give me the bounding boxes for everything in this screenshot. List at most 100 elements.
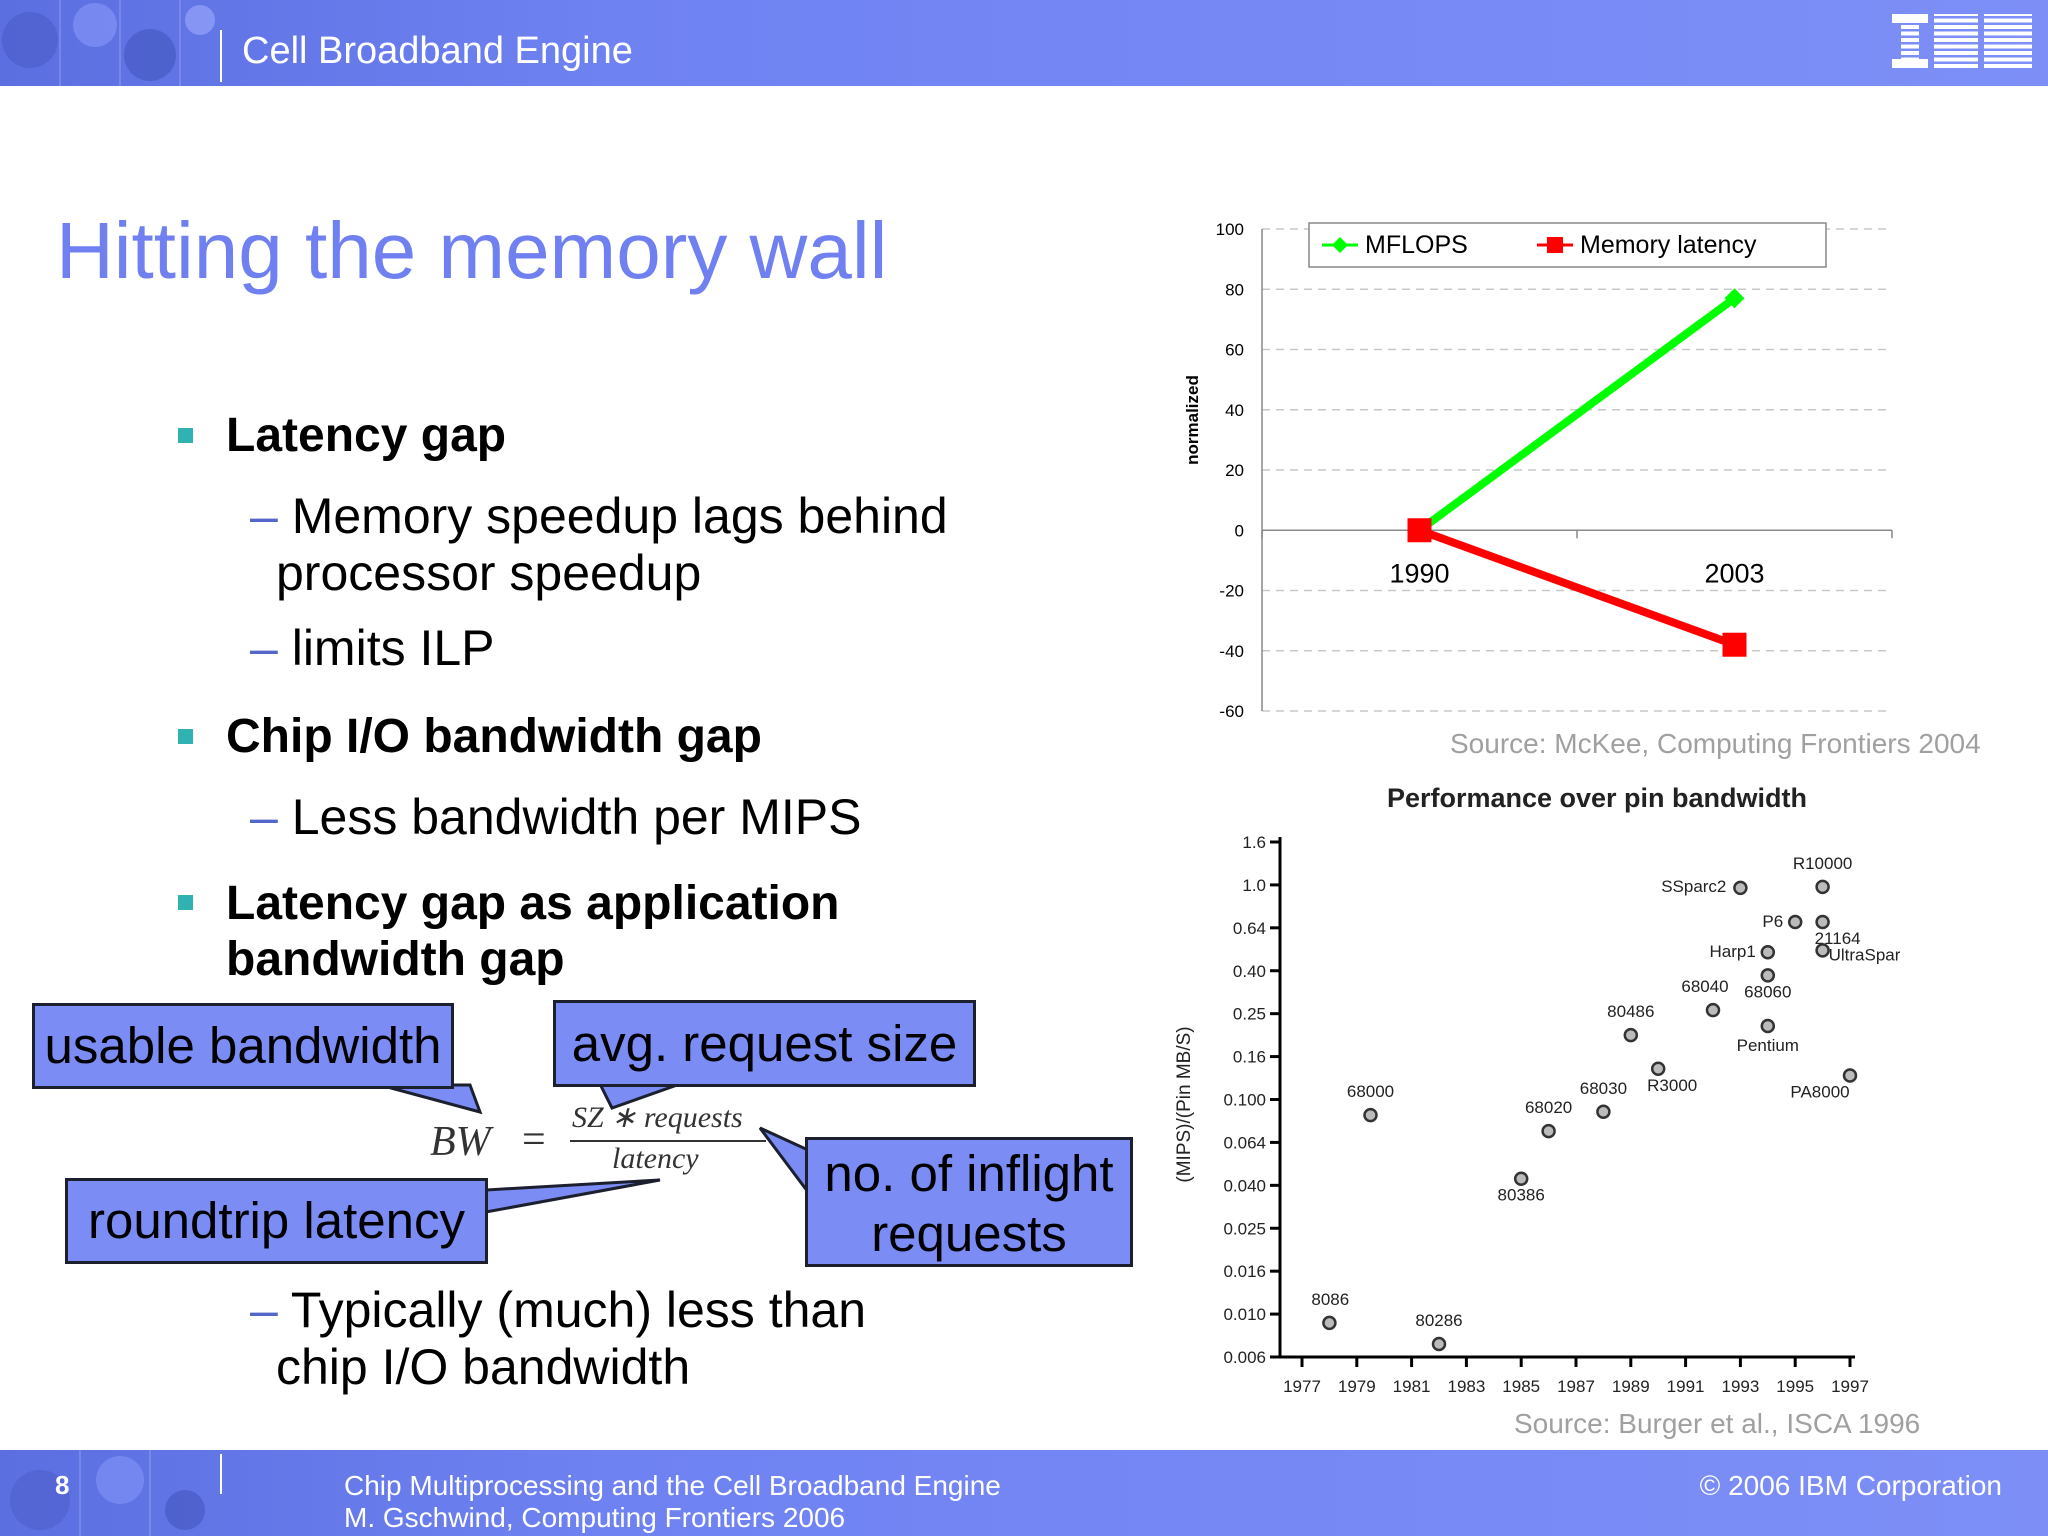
bullet-marker	[178, 729, 193, 744]
series-line	[1417, 295, 1737, 534]
bullet-text: Latency gap as application	[226, 877, 840, 930]
y-tick-label: 0.64	[1233, 919, 1266, 938]
scatter-point	[1842, 1068, 1858, 1083]
pointer-inflight	[758, 1126, 810, 1197]
y-tick-label: 1.6	[1242, 833, 1266, 852]
x-tick-label: 1985	[1502, 1377, 1540, 1396]
scatter-point-label: R10000	[1793, 854, 1853, 873]
header-pattern	[2, 0, 215, 86]
scatter-point	[1787, 914, 1803, 930]
scatter-point	[1541, 1123, 1556, 1139]
y-tick-label: 100	[1216, 220, 1244, 239]
x-tick-label: 1981	[1393, 1377, 1431, 1396]
scatter-point-label: 21164	[1815, 929, 1861, 948]
y-axis-label: normalized	[1183, 375, 1202, 465]
point-marker-memory-latency	[1407, 518, 1432, 543]
y-tick-label: 0.016	[1223, 1262, 1266, 1281]
source-mckee: Source: McKee, Computing Frontiers 2004	[1450, 728, 1981, 759]
scatter-point-label: 8086	[1311, 1290, 1349, 1309]
x-tick-label: 1989	[1612, 1377, 1650, 1396]
footer-text: Chip Multiprocessing and the Cell Broadb…	[344, 1470, 1001, 1534]
x-tick-label: 1991	[1667, 1377, 1705, 1396]
callout-inflight-line2: requests	[871, 1205, 1067, 1262]
scatter-point	[1363, 1107, 1378, 1123]
legend-label: MFLOPS	[1365, 231, 1468, 259]
scatter-point-label: 80486	[1607, 1002, 1654, 1021]
scatter-point-label: 68040	[1681, 977, 1728, 996]
sub-text: Less bandwidth per MIPS	[291, 789, 862, 845]
scatter-point	[1733, 880, 1748, 896]
scatter-point	[1705, 1002, 1721, 1018]
scatter-point-label: 68030	[1580, 1079, 1627, 1098]
scatter-point	[1760, 1018, 1776, 1034]
fraction-bar	[570, 1140, 766, 1142]
scatter-point	[1322, 1315, 1337, 1331]
x-tick-label: 1997	[1831, 1377, 1869, 1396]
callout-inflight-requests: no. of inflight requests	[805, 1137, 1133, 1267]
footer-line1: Chip Multiprocessing and the Cell Broadb…	[344, 1470, 1001, 1501]
sub-dash: –	[250, 620, 278, 676]
y-tick-label: 80	[1225, 280, 1244, 299]
y-tick-label: 0.100	[1223, 1091, 1266, 1110]
point-marker-mflops	[1724, 288, 1745, 309]
footer-pattern	[10, 1450, 205, 1536]
x-tick-label: 1990	[1389, 558, 1449, 588]
y-tick-label: 0.16	[1233, 1048, 1266, 1067]
sub-text: Memory speedup lags behind	[291, 488, 948, 544]
footer-line2: M. Gschwind, Computing Frontiers 2006	[344, 1502, 846, 1533]
slide-header: Cell Broadband Engine	[0, 0, 2048, 86]
x-tick-label: 1993	[1721, 1377, 1759, 1396]
callout-roundtrip-latency: roundtrip latency	[65, 1178, 488, 1264]
scatter-point-label: 68020	[1525, 1098, 1572, 1117]
scatter-point-label: PA8000	[1790, 1083, 1849, 1102]
scatter-point	[1815, 879, 1830, 895]
bullet-marker	[178, 428, 193, 443]
y-axis-label: (MIPS)/(Pin MB/S)	[1174, 1026, 1195, 1182]
sub-dash: –	[250, 488, 278, 544]
scatter-point-label: 80286	[1415, 1311, 1462, 1330]
sub-typically-less: – Typically (much) less than chip I/O ba…	[250, 1282, 866, 1396]
formula-lhs: BW	[430, 1119, 491, 1165]
scatter-point-label: 80386	[1498, 1186, 1545, 1205]
sub-limits-ilp: – limits ILP	[250, 620, 495, 677]
footer-divider	[220, 1454, 222, 1494]
scatter-point	[1623, 1027, 1639, 1043]
callout-usable-bandwidth: usable bandwidth	[32, 1003, 454, 1089]
bullet-latency-app-gap: Latency gap as application bandwidth gap	[226, 876, 840, 988]
scatter-point-label: UltraSparc	[1829, 945, 1900, 964]
scatter-point	[1513, 1171, 1529, 1186]
x-tick-label: 1995	[1776, 1377, 1814, 1396]
legend-label: Memory latency	[1580, 231, 1757, 259]
chart1-legend: MFLOPS Memory latency	[1308, 222, 1827, 268]
header-divider	[220, 30, 222, 82]
sub-dash: –	[250, 789, 278, 845]
formula-denominator: latency	[612, 1142, 699, 1175]
x-tick-label: 1987	[1557, 1377, 1595, 1396]
sub-text: limits ILP	[291, 620, 495, 676]
scatter-title: Performance over pin bandwidth	[1387, 783, 1807, 813]
source-burger: Source: Burger et al., ISCA 1996	[1514, 1408, 1921, 1439]
y-tick-label: 40	[1225, 401, 1244, 420]
scatter-point	[1431, 1336, 1447, 1352]
scatter-point	[1815, 943, 1830, 958]
y-tick-label: 0.064	[1223, 1133, 1266, 1152]
y-tick-label: 60	[1225, 341, 1244, 360]
sub-text-cont: chip I/O bandwidth	[276, 1339, 691, 1395]
bullet-latency-gap: Latency gap	[226, 409, 507, 462]
header-title: Cell Broadband Engine	[242, 30, 633, 72]
bullet-marker	[178, 895, 193, 910]
y-tick-label: 0.40	[1233, 962, 1266, 981]
formula-eq: =	[522, 1117, 546, 1163]
sub-text-cont: processor speedup	[276, 545, 702, 601]
sub-less-bandwidth: – Less bandwidth per MIPS	[250, 789, 861, 846]
scatter-point-label: Harp1	[1709, 942, 1755, 961]
y-tick-label: 0.25	[1233, 1005, 1266, 1024]
legend-marker	[1332, 237, 1348, 253]
y-tick-label: -20	[1219, 582, 1244, 601]
scatter-point	[1596, 1104, 1611, 1120]
legend-marker	[1547, 237, 1563, 253]
sub-memory-speedup: – Memory speedup lags behind processor s…	[250, 488, 948, 602]
formula-numerator: SZ ∗ requests	[572, 1101, 743, 1134]
